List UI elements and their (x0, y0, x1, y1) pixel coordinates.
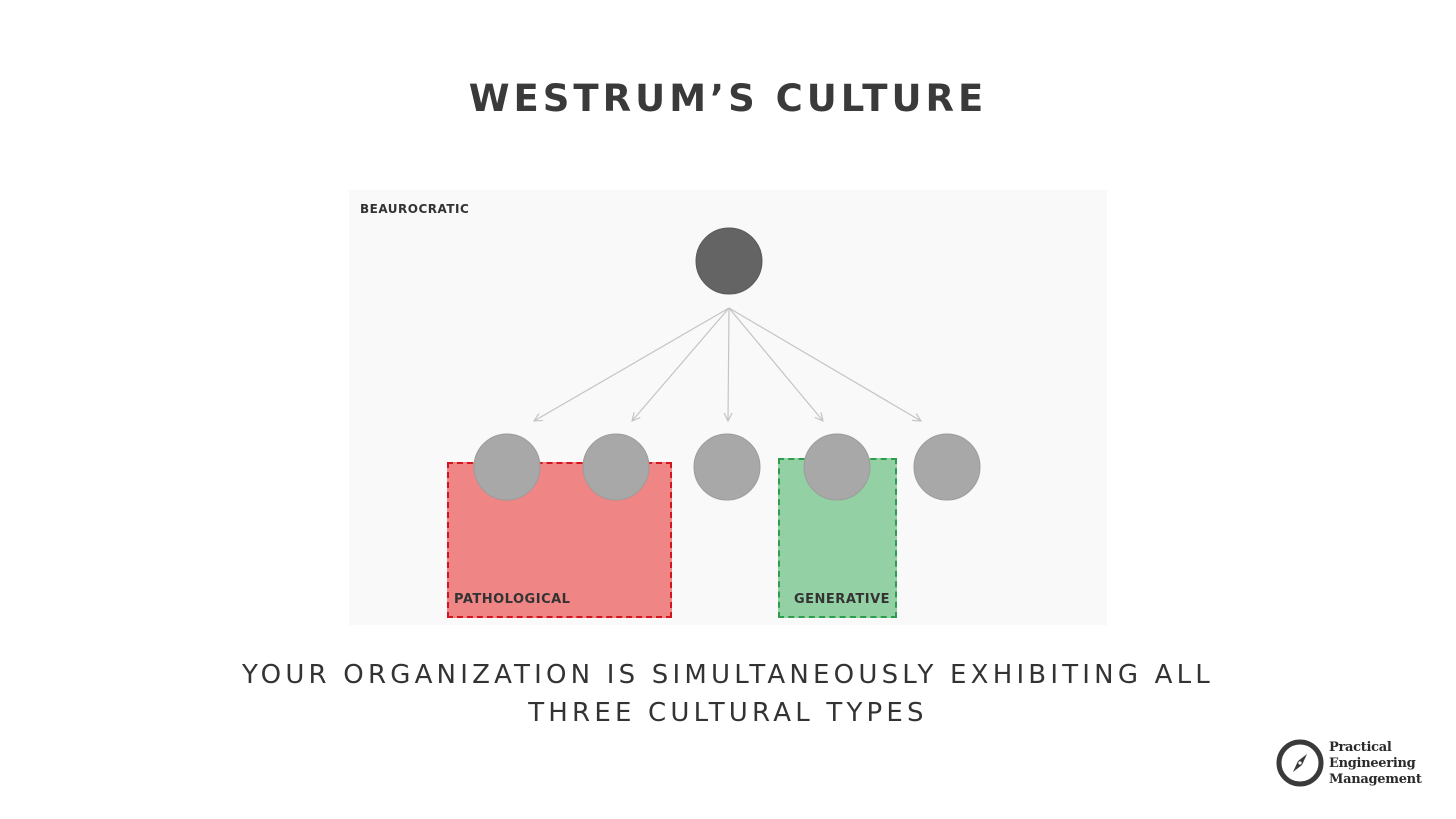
page-title: WESTRUM’S CULTURE (468, 77, 988, 120)
subtitle-line-1: YOUR ORGANIZATION IS SIMULTANEOUSLY EXHI… (242, 660, 1214, 690)
subtitle: YOUR ORGANIZATION IS SIMULTANEOUSLY EXHI… (200, 656, 1256, 732)
generative-label: GENERATIVE (794, 592, 891, 607)
brand-line-3: Management (1329, 772, 1422, 787)
pathological-label: PATHOLOGICAL (454, 592, 571, 607)
brand-wordmark: Practical Engineering Management (1329, 740, 1439, 788)
brand-logo: Practical Engineering Management (1276, 739, 1436, 789)
brand-line-1: Practical (1329, 740, 1392, 755)
brand-line-2: Engineering (1329, 756, 1416, 771)
beaurocratic-label: BEAUROCRATIC (360, 202, 470, 216)
compass-icon (1276, 739, 1324, 787)
subtitle-line-2: THREE CULTURAL TYPES (528, 698, 928, 728)
